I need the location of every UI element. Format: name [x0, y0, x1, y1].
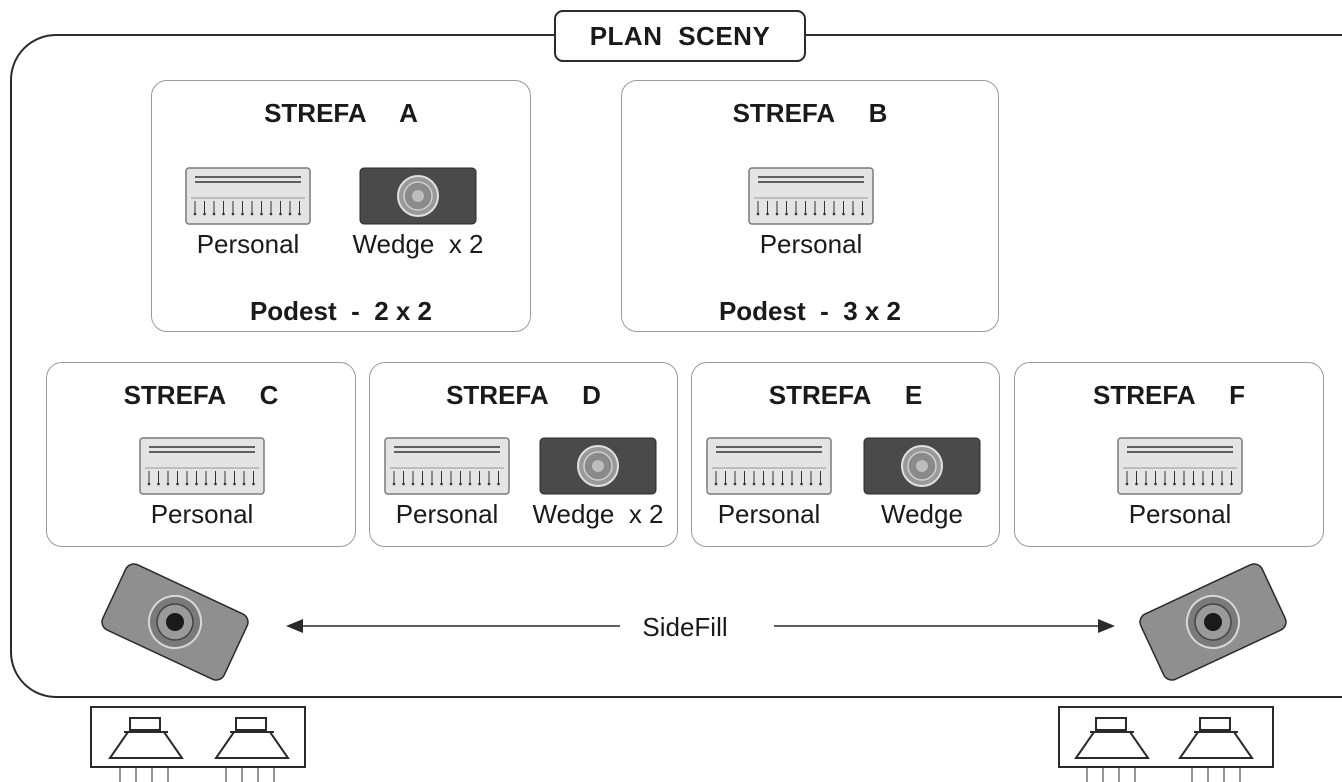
personal-monitor-icon — [384, 437, 510, 495]
zone-d-personal-label: Personal — [395, 499, 499, 529]
zone-c-title: STREFA C — [123, 380, 279, 410]
personal-monitor-icon — [748, 167, 874, 225]
sidefill-arrow-right — [774, 619, 1115, 633]
zone-a-wedge: Wedge x 2 — [342, 167, 494, 260]
pa-speaker-icon — [212, 716, 292, 767]
zone-e-wedge-label: Wedge — [881, 499, 963, 529]
personal-monitor-icon — [139, 437, 265, 495]
zone-d-title: STREFA D — [446, 380, 601, 410]
zone-b-podest: Podest - 3 x 2 — [718, 296, 902, 326]
pa-speaker-icon — [106, 716, 186, 767]
zone-f: STREFA F Personal — [1014, 362, 1324, 547]
zone-b-personal-label: Personal — [759, 229, 863, 259]
zone-c: STREFA C Personal — [46, 362, 356, 547]
personal-monitor-icon — [185, 167, 311, 225]
zone-a-personal-label: Personal — [196, 229, 300, 259]
zone-b-personal: Personal — [748, 167, 874, 260]
zone-e-wedge: Wedge — [862, 437, 982, 530]
pa-stack-left — [90, 706, 306, 768]
zone-b: STREFA B Personal Podest - 3 x 2 — [621, 80, 999, 332]
zone-d-personal: Personal — [384, 437, 510, 530]
wedge-monitor-icon — [862, 437, 982, 495]
wedge-monitor-icon — [342, 167, 494, 225]
zone-b-title: STREFA B — [732, 98, 888, 128]
pa-stack-right — [1058, 706, 1274, 768]
zone-d-wedge: Wedge x 2 — [523, 437, 673, 530]
sidefill-speaker-icon — [100, 563, 250, 688]
zone-e-personal: Personal — [706, 437, 832, 530]
zone-e-title: STREFA E — [768, 380, 923, 410]
zone-d-wedge-label: Wedge x 2 — [532, 499, 664, 529]
pa-speaker-icon — [1072, 716, 1152, 767]
zone-a-title: STREFA A — [264, 98, 418, 128]
zone-f-personal: Personal — [1117, 437, 1243, 530]
zone-a: STREFA A Personal Wedge x 2 Podest - 2 x… — [151, 80, 531, 332]
personal-monitor-icon — [1117, 437, 1243, 495]
pa-speaker-icon — [1176, 716, 1256, 767]
personal-monitor-icon — [706, 437, 832, 495]
zone-e: STREFA E Personal Wedge — [691, 362, 1000, 547]
sidefill-arrow-left — [286, 619, 620, 633]
zone-c-personal: Personal — [139, 437, 265, 530]
sidefill-speaker-icon — [1138, 563, 1288, 688]
zone-a-wedge-label: Wedge x 2 — [352, 229, 484, 259]
zone-a-podest: Podest - 2 x 2 — [249, 296, 433, 326]
zone-a-personal: Personal — [185, 167, 311, 260]
zone-f-personal-label: Personal — [1128, 499, 1232, 529]
zone-d: STREFA D Personal Wedge x 2 — [369, 362, 678, 547]
zone-c-personal-label: Personal — [150, 499, 254, 529]
stage-plan-title: PLAN SCENY — [554, 10, 806, 62]
wedge-monitor-icon — [523, 437, 673, 495]
zone-f-title: STREFA F — [1093, 380, 1245, 410]
sidefill-left — [100, 560, 250, 689]
sidefill-right — [1138, 560, 1288, 689]
zone-e-personal-label: Personal — [717, 499, 821, 529]
sidefill-label: SideFill — [642, 612, 728, 642]
